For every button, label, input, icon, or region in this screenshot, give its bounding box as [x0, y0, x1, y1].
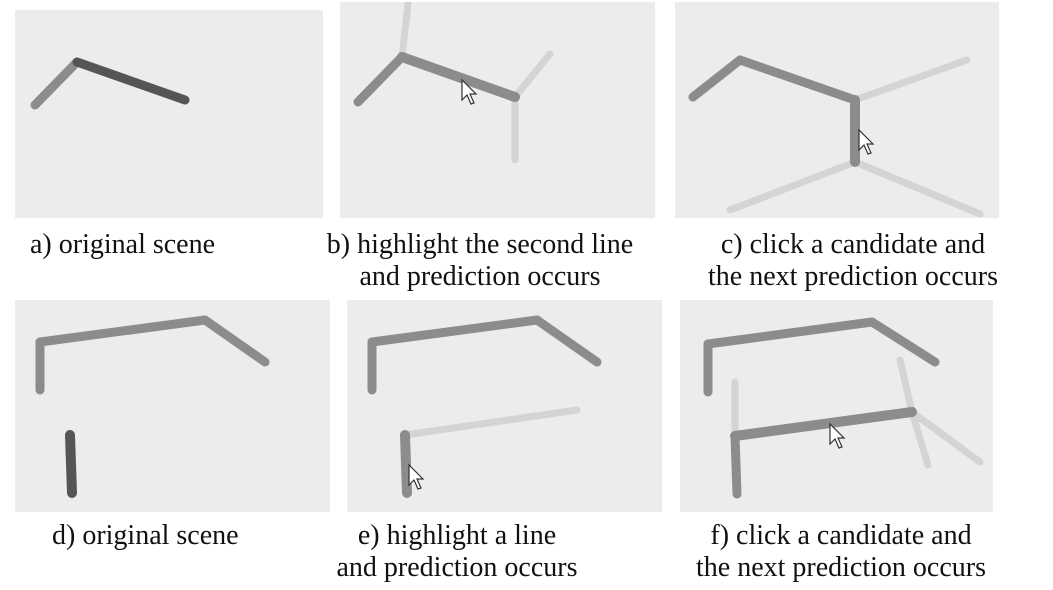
rod-top [35, 315, 210, 347]
candidate-rod [896, 356, 916, 416]
caption-d-line1: d) original scene [52, 520, 239, 551]
caption-c-line2: the next prediction occurs [707, 261, 998, 292]
caption-b-line2: and prediction occurs [359, 261, 601, 292]
rod-horizontal-highlighted [730, 407, 917, 441]
panel-b-drawing [353, 2, 554, 164]
panel-c-scene [675, 2, 999, 218]
caption-a: a) original scene [30, 229, 215, 261]
rod-first [353, 52, 407, 107]
caption-f-line2: the next prediction occurs [695, 552, 986, 583]
mouse-cursor-icon [829, 422, 846, 449]
caption-b-line1: b) highlight the second line [326, 229, 634, 260]
rod-diagonal [200, 315, 270, 367]
panel-f-scene [680, 300, 993, 512]
candidate-rod [908, 408, 984, 466]
caption-c-line1: c) click a candidate and [720, 229, 986, 260]
candidate-rod [511, 50, 554, 101]
caption-c: c) click a candidate and the next predic… [664, 229, 1042, 293]
rod-second [735, 55, 860, 105]
rod-top [703, 317, 877, 349]
caption-b: b) highlight the second line and predict… [300, 229, 660, 293]
panel-e-drawing [367, 315, 602, 498]
candidate-rod [851, 158, 984, 218]
panel-b-scene [340, 2, 655, 218]
rod-first [688, 55, 745, 102]
panel-f-drawing [703, 317, 984, 499]
caption-e: e) highlight a line and prediction occur… [282, 520, 632, 584]
rod-top [367, 315, 542, 347]
rod-diagonal [532, 315, 602, 367]
candidate-rod [726, 158, 859, 214]
rod-new [730, 431, 742, 499]
panel-a-scene [15, 10, 323, 218]
rod-diagonal [867, 317, 940, 367]
mouse-cursor-icon [408, 463, 425, 490]
rod-second-highlighted [72, 57, 190, 105]
candidate-rod [851, 56, 971, 104]
panel-e-scene [347, 300, 662, 512]
panel-a-drawing [30, 57, 190, 110]
caption-e-line1: e) highlight a line [357, 520, 557, 551]
panel-d-scene [15, 300, 330, 512]
rod-new-highlighted [400, 430, 412, 498]
candidate-rod [401, 406, 581, 439]
rod-new-highlighted [65, 430, 77, 498]
caption-a-line1: a) original scene [30, 229, 216, 260]
caption-e-line2: and prediction occurs [336, 552, 578, 583]
rod-second-highlighted [397, 52, 520, 102]
caption-f: f) click a candidate and the next predic… [632, 520, 1050, 584]
candidate-rod [398, 2, 412, 61]
rod-first [30, 57, 82, 110]
candidate-rod [908, 408, 932, 469]
mouse-cursor-icon [461, 78, 478, 105]
caption-d: d) original scene [52, 520, 239, 552]
caption-f-line1: f) click a candidate and [710, 520, 972, 551]
panel-c-drawing [688, 55, 984, 218]
panel-d-drawing [35, 315, 270, 498]
mouse-cursor-icon [858, 128, 875, 155]
